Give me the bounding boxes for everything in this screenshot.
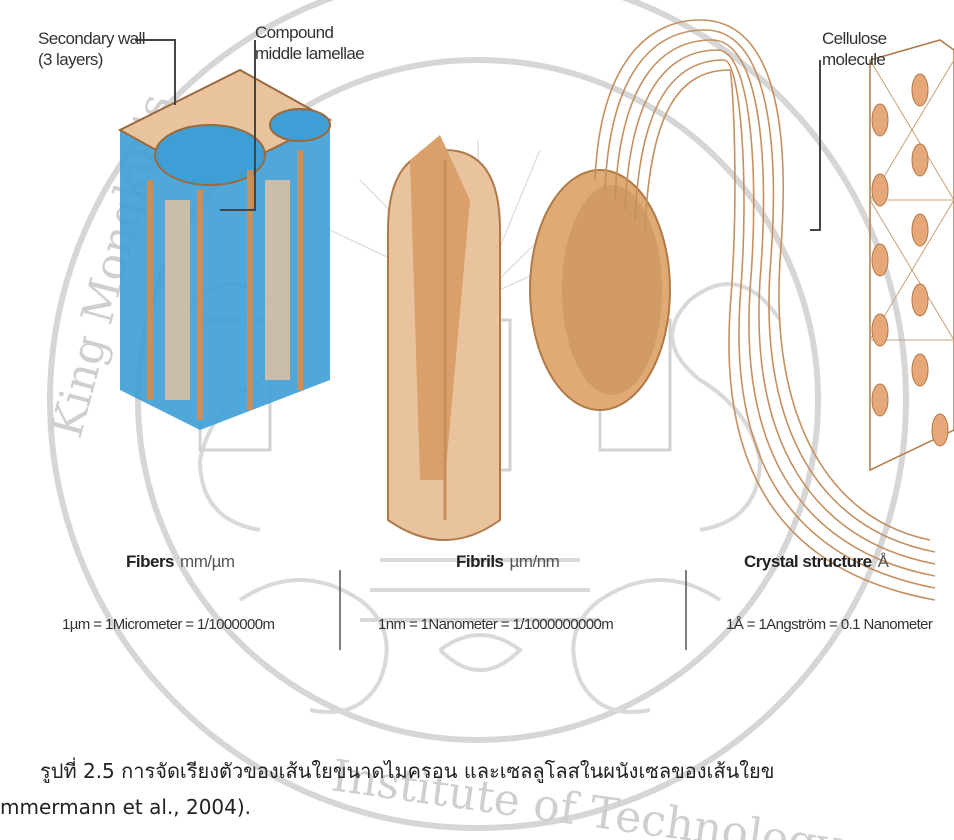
fibers-unit: mm/µm — [180, 552, 235, 571]
fibrils-block — [388, 135, 500, 540]
label-secondary-wall-title: Secondary wall — [38, 28, 145, 49]
fibrils-title: Fibrils — [456, 552, 504, 571]
crystal-title: Crystal structure — [744, 552, 872, 571]
label-secondary-wall-sub: (3 layers) — [38, 49, 145, 70]
scale-crystal: 1Å = 1Angström = 0.1 Nanometer — [726, 616, 932, 633]
label-compound: Compound — [255, 22, 364, 43]
label-compound-middle-lamellae: Compound middle lamellae — [255, 22, 364, 64]
fiber-structure-illustration — [0, 0, 954, 680]
figure-caption-line1: รูปที่ 2.5 การจัดเรียงตัวของเส้นใยขนาดไม… — [40, 755, 774, 787]
figure-caption-line2: mmermann et al., 2004). — [0, 795, 251, 819]
crystal-unit: Å — [878, 552, 889, 571]
scale-fibers: 1µm = 1Micrometer = 1/1000000m — [62, 616, 274, 633]
label-molecule: molecule — [822, 49, 887, 70]
fibers-title: Fibers — [126, 552, 174, 571]
scale-fibrils: 1nm = 1Nanometer = 1/1000000000m — [378, 616, 613, 633]
label-secondary-wall: Secondary wall (3 layers) — [38, 28, 145, 70]
bundle-circle — [530, 170, 670, 410]
label-cellulose: Cellulose — [822, 28, 887, 49]
crystal-lattice — [870, 40, 954, 470]
label-cellulose-molecule: Cellulose molecule — [822, 28, 887, 70]
section-title-crystal: Crystal structure Å — [744, 552, 888, 572]
fibers-block — [120, 70, 330, 430]
label-middle-lamellae: middle lamellae — [255, 43, 364, 64]
fibrils-unit: µm/nm — [510, 552, 560, 571]
section-title-fibers: Fibers mm/µm — [126, 552, 235, 572]
section-title-fibrils: Fibrils µm/nm — [456, 552, 559, 572]
